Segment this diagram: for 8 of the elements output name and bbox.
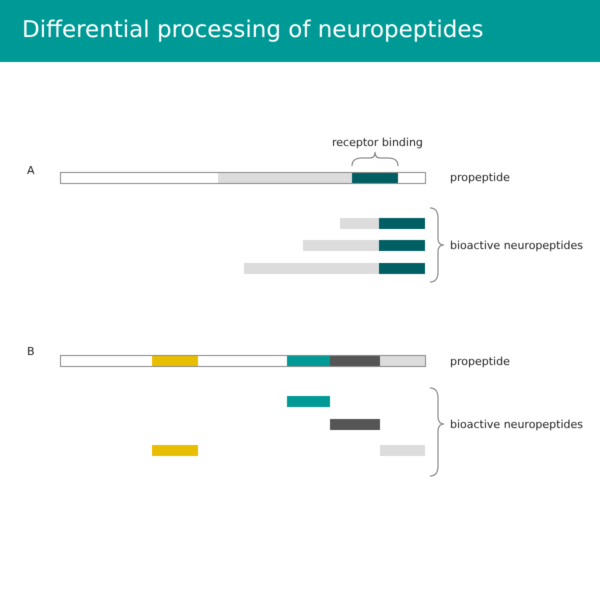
panel-letter: B <box>27 345 35 358</box>
panel-letter: A <box>27 164 35 177</box>
bracket-label: bioactive neuropeptides <box>450 239 584 252</box>
bar-label: propeptide <box>450 171 510 184</box>
page-title: Differential processing of neuropeptides <box>22 16 484 45</box>
bar-label: propeptide <box>450 355 510 368</box>
bracket-label: bioactive neuropeptides <box>450 418 584 431</box>
annotation-text: receptor binding <box>332 136 423 149</box>
